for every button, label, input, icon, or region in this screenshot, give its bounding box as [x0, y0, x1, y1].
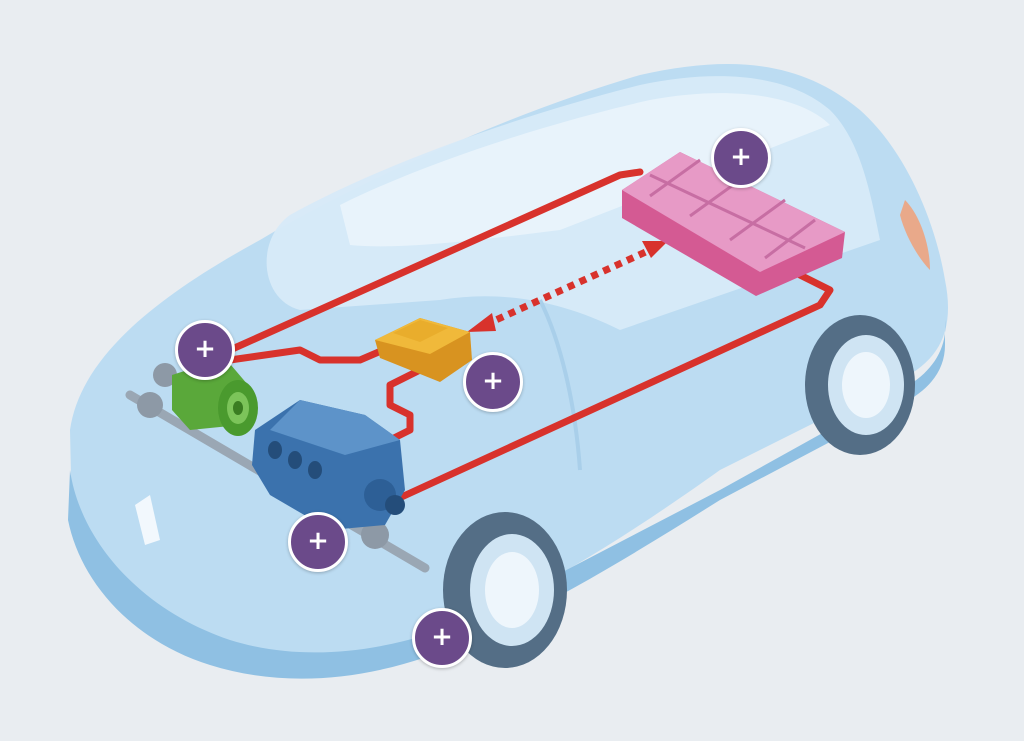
- electric-motor-hotspot-button[interactable]: +: [175, 320, 235, 380]
- plus-icon: +: [482, 366, 504, 396]
- power-controller-hotspot-button[interactable]: +: [463, 352, 523, 412]
- battery-pack: [622, 152, 845, 296]
- engine: [252, 400, 405, 530]
- plus-icon: +: [431, 622, 453, 652]
- plus-icon: +: [730, 142, 752, 172]
- plus-icon: +: [307, 526, 329, 556]
- plus-icon: +: [194, 334, 216, 364]
- front-wheel: [443, 512, 567, 668]
- energy-flow-arrow: [467, 241, 668, 332]
- wheel-hotspot-button[interactable]: +: [412, 608, 472, 668]
- power-controller: [375, 318, 472, 382]
- battery-pack-hotspot-button[interactable]: +: [711, 128, 771, 188]
- engine-hotspot-button[interactable]: +: [288, 512, 348, 572]
- wiring: [226, 168, 834, 504]
- rear-wheel: [805, 315, 915, 455]
